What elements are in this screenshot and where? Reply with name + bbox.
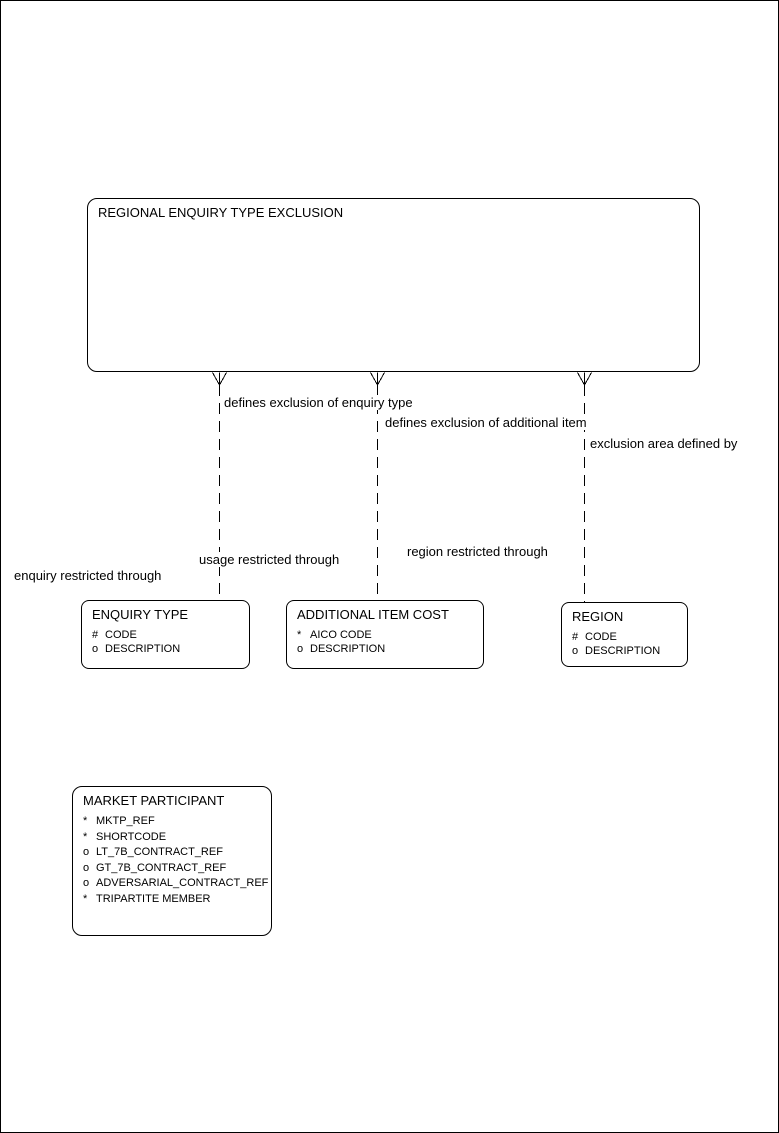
entity-region[interactable]: REGION # CODE o DESCRIPTION (561, 602, 688, 667)
attribute-row: * MKTP_REF (83, 814, 271, 830)
attribute-list: * AICO CODE o DESCRIPTION (287, 622, 483, 656)
attribute-list: # CODE o DESCRIPTION (82, 622, 249, 656)
attribute-name: DESCRIPTION (105, 643, 181, 655)
attribute-name: AICO CODE (310, 629, 372, 641)
crow-foot-icon (370, 372, 385, 386)
entity-title: ADDITIONAL ITEM COST (297, 607, 449, 622)
entity-title: ENQUIRY TYPE (92, 607, 189, 622)
relationship-near-label: defines exclusion of enquiry type (223, 395, 414, 410)
attribute-row: * SHORTCODE (83, 830, 271, 846)
attribute-name: MKTP_REF (96, 815, 155, 827)
attribute-marker: o (572, 645, 579, 657)
attribute-name: CODE (585, 631, 617, 643)
relationship-near-label: exclusion area defined by (589, 436, 739, 451)
attribute-row: # CODE (92, 628, 249, 642)
attribute-row: o DESCRIPTION (297, 642, 483, 656)
entity-market-participant[interactable]: MARKET PARTICIPANT * MKTP_REF * SHORTCOD… (72, 786, 272, 936)
attribute-name: ADVERSARIAL_CONTRACT_REF (96, 877, 269, 889)
relationship-far-label: usage restricted through (198, 552, 341, 567)
entity-regional-enquiry-type-exclusion[interactable]: REGIONAL ENQUIRY TYPE EXCLUSION (87, 198, 700, 372)
attribute-marker: * (83, 892, 88, 905)
attribute-marker: o (83, 877, 90, 889)
entity-title: MARKET PARTICIPANT (83, 793, 225, 808)
attribute-list: # CODE o DESCRIPTION (562, 624, 687, 658)
attribute-row: * AICO CODE (297, 628, 483, 642)
relationship-near-label: defines exclusion of additional item (384, 415, 588, 430)
relationship-far-label: region restricted through (406, 544, 549, 559)
attribute-name: TRIPARTITE MEMBER (96, 892, 211, 905)
attribute-row: # CODE (572, 630, 687, 644)
attribute-marker: o (297, 643, 304, 655)
attribute-marker: * (83, 815, 88, 827)
attribute-row: o GT_7B_CONTRACT_REF (83, 861, 271, 877)
attribute-row: o LT_7B_CONTRACT_REF (83, 845, 271, 861)
attribute-marker: * (83, 830, 88, 843)
attribute-marker: o (92, 643, 99, 655)
attribute-name: SHORTCODE (96, 830, 167, 843)
attribute-list: * MKTP_REF * SHORTCODE o LT_7B_CONTRACT_… (73, 808, 271, 907)
attribute-name: CODE (105, 629, 137, 641)
attribute-marker: o (83, 846, 90, 858)
attribute-marker: * (297, 629, 302, 641)
relationship-far-label: enquiry restricted through (13, 568, 163, 583)
attribute-marker: # (572, 631, 579, 643)
attribute-row: o ADVERSARIAL_CONTRACT_REF (83, 876, 271, 892)
crow-foot-icon (212, 372, 227, 386)
attribute-row: o DESCRIPTION (92, 642, 249, 656)
entity-additional-item-cost[interactable]: ADDITIONAL ITEM COST * AICO CODE o DESCR… (286, 600, 484, 669)
crow-foot-icon (577, 372, 592, 386)
attribute-name: GT_7B_CONTRACT_REF (96, 861, 227, 874)
attribute-name: DESCRIPTION (310, 643, 386, 655)
attribute-row: o DESCRIPTION (572, 644, 687, 658)
attribute-name: LT_7B_CONTRACT_REF (96, 846, 223, 858)
attribute-row: * TRIPARTITE MEMBER (83, 892, 271, 908)
attribute-name: DESCRIPTION (585, 645, 661, 657)
entity-title: REGIONAL ENQUIRY TYPE EXCLUSION (98, 205, 344, 220)
attribute-marker: o (83, 861, 90, 874)
entity-enquiry-type[interactable]: ENQUIRY TYPE # CODE o DESCRIPTION (81, 600, 250, 669)
attribute-marker: # (92, 629, 99, 641)
entity-title: REGION (572, 609, 624, 624)
relationship-connector-region (577, 372, 592, 602)
